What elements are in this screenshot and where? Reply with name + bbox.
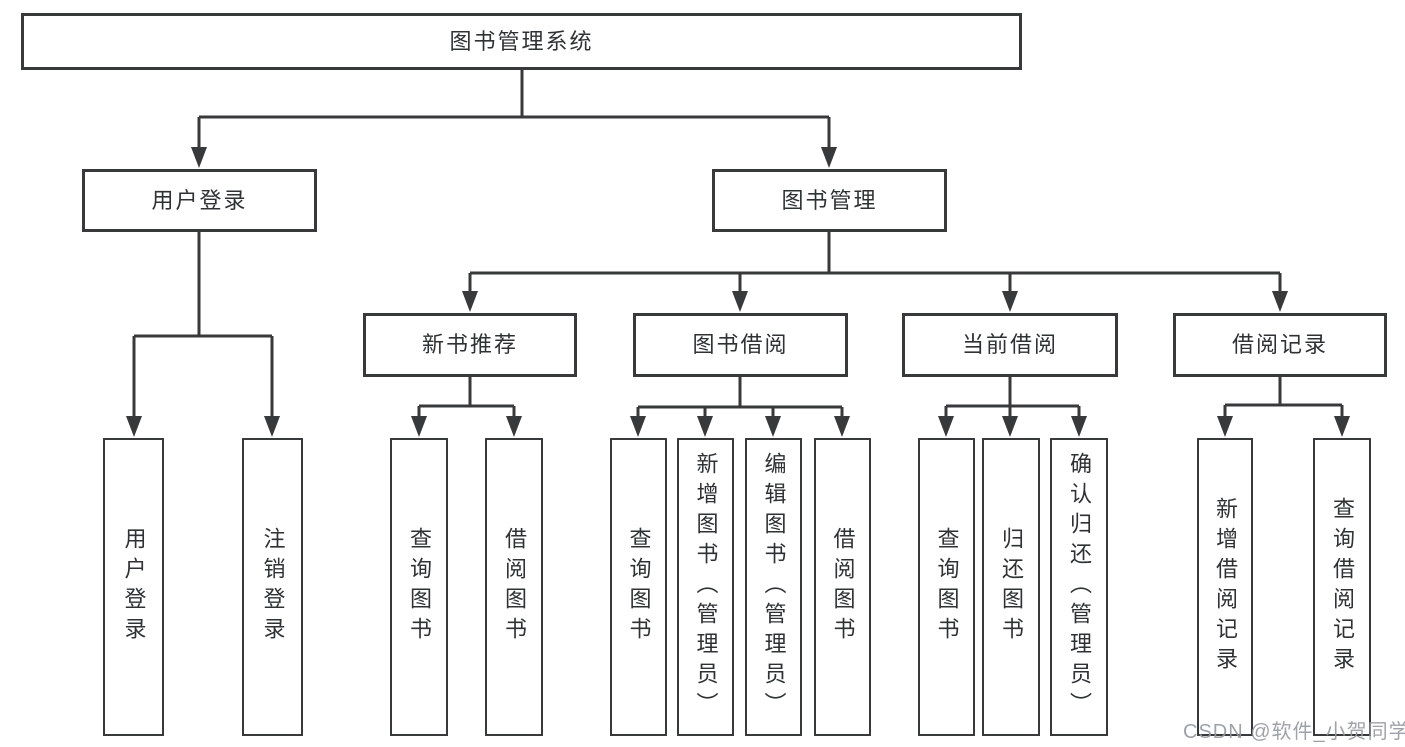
node-leaf-return-book-label: 归还图书: [999, 527, 1024, 647]
node-borrow-record: 借阅记录: [1173, 313, 1387, 377]
node-leaf-borrow-book-1-label: 借阅图书: [502, 527, 527, 647]
node-leaf-query-book-2-label: 查询图书: [626, 527, 652, 647]
node-new-book-recommend-label: 新书推荐: [421, 332, 518, 357]
node-root-system-label: 图书管理系统: [449, 28, 594, 54]
node-leaf-query-book-1: 查询图书: [390, 438, 448, 736]
node-user-login: 用户登录: [82, 169, 317, 232]
edge-user-login-to-children: [126, 232, 280, 437]
node-leaf-query-book-3: 查询图书: [918, 438, 975, 736]
edge-borrow-record-to-children: [1217, 377, 1350, 437]
edge-root-to-level2: [191, 69, 837, 168]
node-book-management-label: 图书管理: [781, 187, 878, 213]
node-book-borrow-label: 图书借阅: [692, 332, 789, 357]
node-leaf-borrow-book-2: 借阅图书: [814, 438, 871, 736]
node-leaf-borrow-book-1: 借阅图书: [485, 438, 543, 736]
node-current-borrow: 当前借阅: [902, 313, 1118, 377]
node-leaf-edit-book-admin: 编辑图书（管理员）: [745, 438, 802, 736]
node-leaf-logout-label: 注销登录: [260, 527, 286, 647]
node-book-management: 图书管理: [712, 169, 947, 232]
node-leaf-query-borrow-record: 查询借阅记录: [1313, 438, 1371, 736]
node-leaf-query-book-2: 查询图书: [610, 438, 667, 736]
node-leaf-confirm-return-admin: 确认归还（管理员）: [1050, 438, 1108, 736]
csdn-watermark: CSDN @软件_小贺同学: [1183, 721, 1405, 743]
node-leaf-return-book: 归还图书: [982, 438, 1040, 736]
node-root-system: 图书管理系统: [21, 13, 1022, 70]
node-leaf-confirm-return-admin-label: 确认归还（管理员）: [1067, 452, 1092, 722]
node-new-book-recommend: 新书推荐: [363, 313, 577, 377]
node-leaf-edit-book-admin-label: 编辑图书（管理员）: [761, 452, 787, 722]
node-leaf-user-login-label: 用户登录: [121, 527, 147, 647]
node-leaf-add-borrow-record-label: 新增借阅记录: [1213, 497, 1238, 677]
node-leaf-query-book-3-label: 查询图书: [934, 527, 960, 647]
node-leaf-add-book-admin: 新增图书（管理员）: [677, 438, 734, 736]
node-leaf-user-login: 用户登录: [103, 438, 164, 736]
node-borrow-record-label: 借阅记录: [1231, 332, 1328, 357]
node-leaf-query-borrow-record-label: 查询借阅记录: [1330, 497, 1355, 677]
edge-current-borrow-to-children: [938, 377, 1087, 437]
edge-book-mgmt-to-level3: [462, 232, 1288, 312]
node-leaf-add-book-admin-label: 新增图书（管理员）: [693, 452, 719, 722]
node-leaf-add-borrow-record: 新增借阅记录: [1197, 438, 1253, 736]
node-leaf-query-book-1-label: 查询图书: [407, 527, 432, 647]
edge-new-book-rec-to-children: [411, 377, 522, 437]
node-book-borrow: 图书借阅: [633, 313, 848, 377]
node-current-borrow-label: 当前借阅: [961, 332, 1058, 357]
node-leaf-borrow-book-2-label: 借阅图书: [830, 527, 856, 647]
edge-book-borrow-to-children: [630, 377, 850, 437]
node-user-login-label: 用户登录: [151, 187, 248, 213]
node-leaf-logout: 注销登录: [242, 438, 303, 736]
